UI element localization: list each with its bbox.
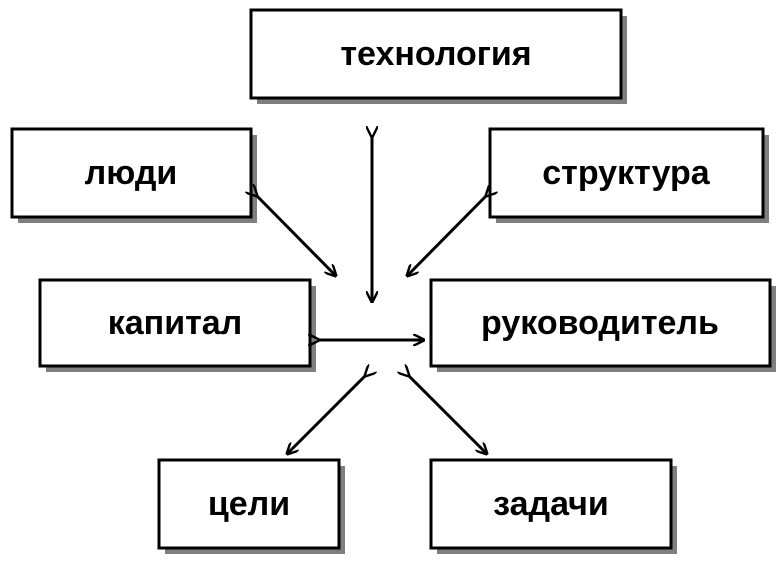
tasks-label: задачи: [493, 485, 609, 523]
technology-box: технология: [249, 8, 627, 104]
capital-box: капитал: [38, 278, 316, 372]
structure-label: структура: [542, 154, 711, 192]
arrow-structure: [407, 196, 486, 276]
leader-label: руководитель: [481, 304, 719, 342]
arrow-goals: [287, 376, 365, 454]
goals-label: цели: [208, 485, 290, 523]
arrow-tasks: [409, 376, 487, 454]
leader-box: руководитель: [429, 278, 776, 372]
people-label: люди: [85, 154, 178, 192]
arrow-people: [257, 196, 336, 276]
technology-label: технология: [340, 35, 531, 73]
goals-box: цели: [157, 458, 345, 554]
structure-box: структура: [488, 127, 769, 223]
capital-label: капитал: [108, 304, 243, 342]
tasks-box: задачи: [429, 458, 677, 554]
people-box: люди: [10, 127, 257, 223]
